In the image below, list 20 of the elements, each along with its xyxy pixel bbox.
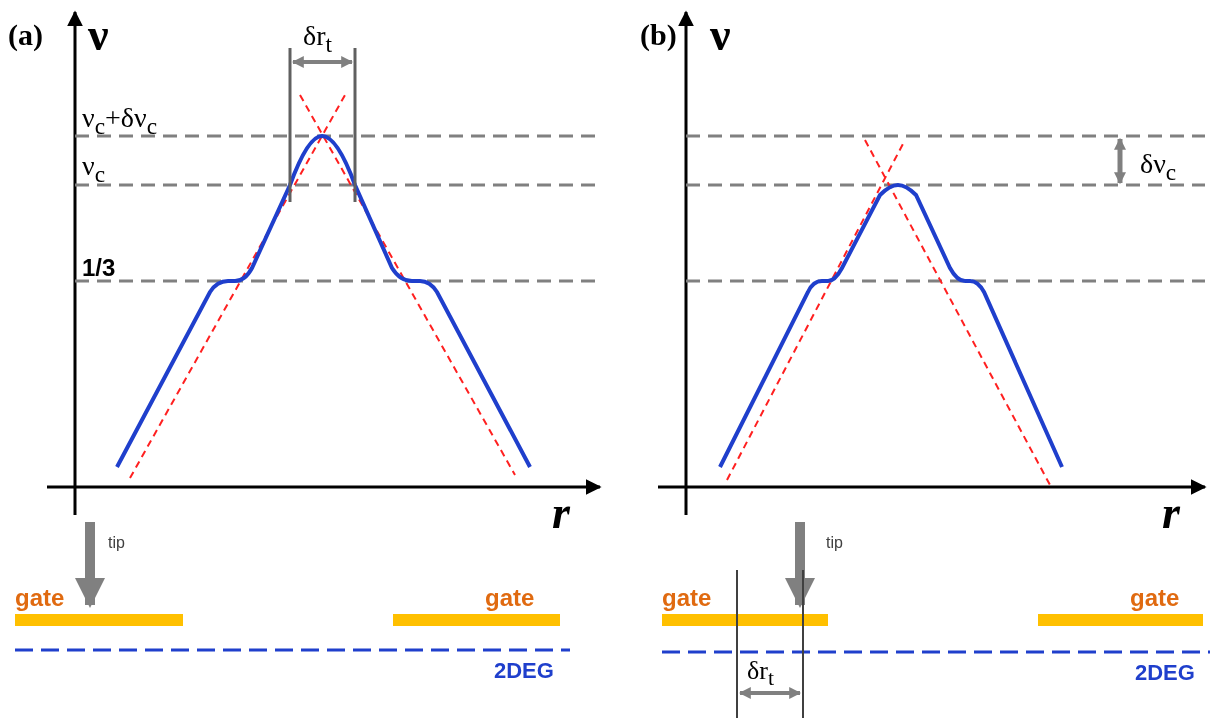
gate-label: gate bbox=[485, 586, 535, 610]
tip-label: tip bbox=[826, 535, 843, 551]
electron-gas-label: 2DEG bbox=[1135, 662, 1195, 684]
axis-label: ν bbox=[710, 12, 731, 58]
axis-label: r bbox=[552, 490, 570, 536]
dimension-label: δν$_{c}$ bbox=[1140, 150, 1177, 184]
electron-gas-label: 2DEG bbox=[494, 660, 554, 682]
tip-label: tip bbox=[108, 535, 125, 551]
level-label: ν$_{c}$ bbox=[82, 152, 106, 186]
level-label: 1/3 bbox=[82, 256, 116, 280]
axis-label: ν bbox=[88, 12, 109, 58]
dimension-label: δr$_{t}$ bbox=[747, 658, 774, 690]
gate-label: gate bbox=[1130, 586, 1180, 610]
gate-label: gate bbox=[15, 586, 65, 610]
panel-label: (b) bbox=[640, 20, 677, 50]
axis-label: r bbox=[1162, 490, 1180, 536]
gate-label: gate bbox=[662, 586, 712, 610]
panel-label: (a) bbox=[8, 20, 43, 50]
level-label: ν$_{c}$+δν$_{c}$ bbox=[82, 104, 158, 138]
dimension-label: δr$_{t}$ bbox=[303, 22, 332, 56]
